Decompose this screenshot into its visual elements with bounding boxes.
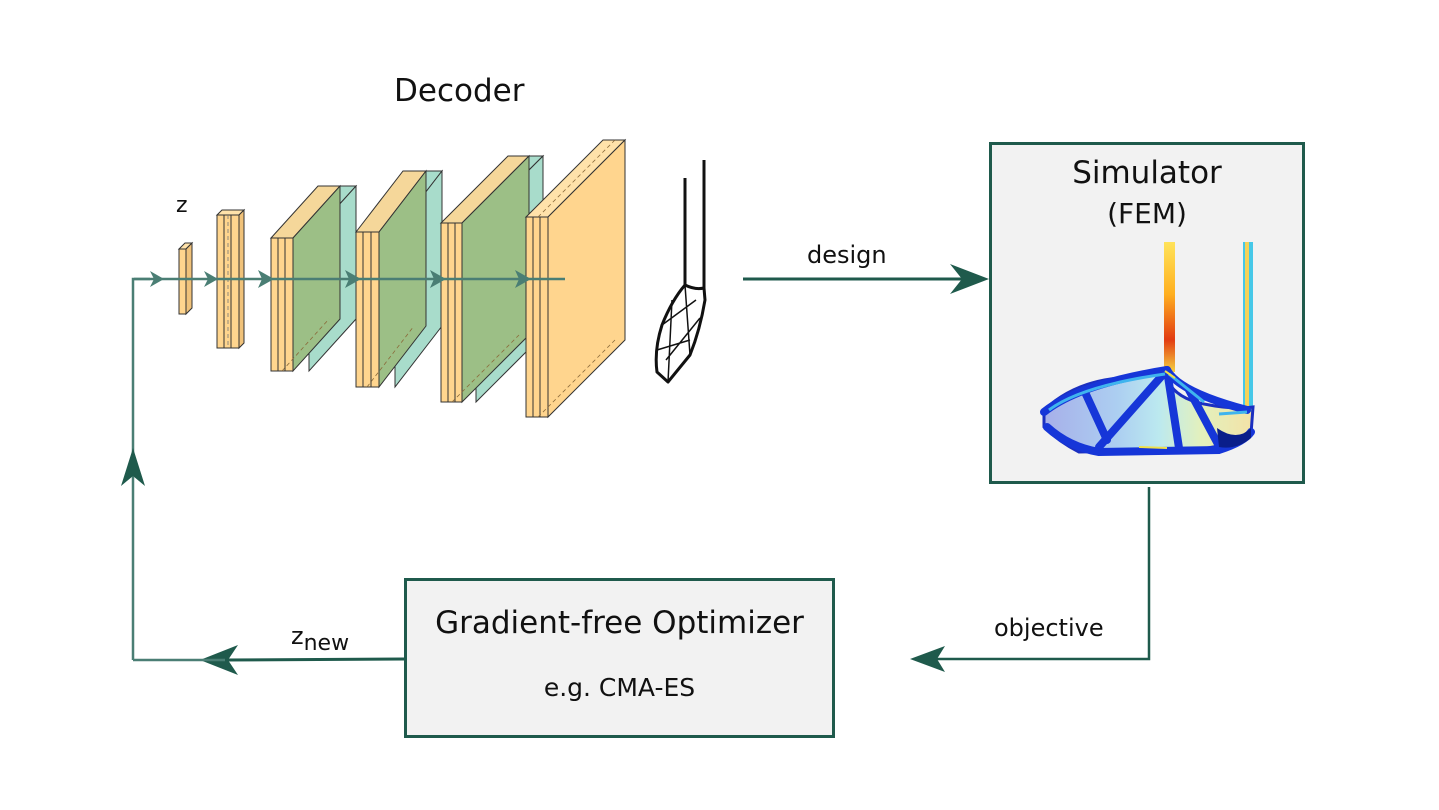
simulator-subtitle: (FEM): [1107, 197, 1187, 230]
znew-subscript: new: [303, 631, 350, 656]
simulator-box: Simulator (FEM): [989, 142, 1305, 484]
znew-base: z: [291, 622, 304, 650]
decoder-layer-2: [215, 208, 246, 350]
decoder-layer-6: [524, 138, 627, 419]
design-arrow: [743, 264, 989, 294]
simulator-title: Simulator: [1072, 155, 1222, 191]
optimizer-box: Gradient-free Optimizer e.g. CMA-ES: [404, 578, 835, 738]
znew-arrow: [133, 645, 405, 675]
optimizer-subtitle: e.g. CMA-ES: [543, 673, 696, 702]
latent-z-label: z: [176, 193, 188, 218]
optimizer-title: Gradient-free Optimizer: [435, 605, 804, 641]
objective-arrow: [910, 487, 1151, 672]
decoder-title: Decoder: [394, 73, 525, 109]
decoder-flow-arrows: [134, 270, 565, 288]
design-label: design: [807, 241, 887, 269]
design-output-image: [654, 160, 707, 384]
znew-label: znew: [291, 622, 349, 656]
decoder-network: [177, 138, 627, 419]
fem-stress-plot: [1040, 242, 1255, 457]
objective-label: objective: [994, 614, 1104, 642]
feedback-arrow: [121, 277, 150, 660]
